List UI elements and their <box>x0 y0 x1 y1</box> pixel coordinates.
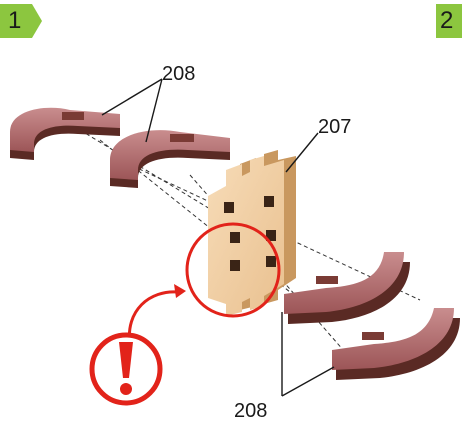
callout-208-top: 208 <box>162 63 195 85</box>
curved-piece-right-upper <box>284 252 410 324</box>
callout-208-bottom: 208 <box>234 400 267 422</box>
step-number-1: 1 <box>0 7 21 35</box>
flat-piece-207 <box>208 150 296 316</box>
warning-arrowhead <box>174 284 186 298</box>
curved-piece-top-left <box>10 108 120 160</box>
warning-exclamation-icon <box>92 335 160 403</box>
step-badge-2: 2 <box>436 4 453 38</box>
step-badge-1: 1 <box>0 4 21 38</box>
callout-207: 207 <box>318 116 351 138</box>
curved-piece-top-middle <box>110 130 230 188</box>
step-number-2: 2 <box>436 7 453 35</box>
